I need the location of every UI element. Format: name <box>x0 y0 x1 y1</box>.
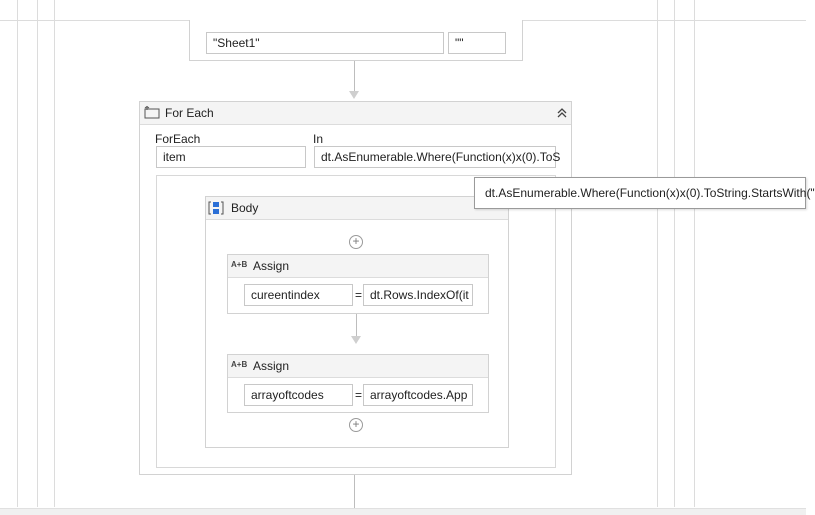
foreach-header[interactable]: For Each <box>140 102 571 125</box>
foreach-activity[interactable]: For Each ForEach In item dt.AsEnumerable… <box>139 101 572 475</box>
assign-activity-2[interactable]: A+B Assign arrayoftcodes = arrayoftcodes… <box>227 354 489 413</box>
body-header[interactable]: Body <box>206 197 508 220</box>
canvas-guide-line <box>54 0 55 507</box>
assign-title: Assign <box>253 259 290 273</box>
canvas-guide-line <box>657 0 658 507</box>
connector-arrow <box>349 91 359 99</box>
connector-line <box>354 61 355 91</box>
assign-icon: A+B <box>231 360 248 369</box>
in-label: In <box>313 132 324 146</box>
double-chevron-up-icon[interactable] <box>556 107 568 119</box>
foreach-variable-label: ForEach <box>155 132 201 146</box>
range-field[interactable]: "" <box>448 32 506 54</box>
canvas-guide-line <box>17 0 18 507</box>
in-field-tooltip: dt.AsEnumerable.Where(Function(x)x(0).To… <box>474 177 815 209</box>
tooltip-text: dt.AsEnumerable.Where(Function(x)x(0).To… <box>485 186 815 200</box>
foreach-loop-icon <box>144 105 160 119</box>
equals-sign: = <box>355 388 363 402</box>
assign-value-field[interactable]: dt.Rows.IndexOf(it <box>363 284 473 306</box>
assign-header[interactable]: A+B Assign <box>228 255 488 278</box>
add-circle-icon[interactable]: + <box>349 418 363 432</box>
foreach-body-area: Body + A+B Assign cureentindex = dt.Rows… <box>156 175 556 468</box>
assign-title: Assign <box>253 359 290 373</box>
connector-arrow <box>351 336 361 344</box>
add-circle-icon[interactable]: + <box>349 235 363 249</box>
body-sequence[interactable]: Body + A+B Assign cureentindex = dt.Rows… <box>205 196 509 448</box>
connector-line <box>354 475 355 508</box>
canvas-bottom-bar <box>0 508 806 515</box>
equals-sign: = <box>355 288 363 302</box>
read-range-activity[interactable]: "Sheet1" "" <box>189 20 523 61</box>
assign-header[interactable]: A+B Assign <box>228 355 488 378</box>
canvas-guide-line <box>694 0 695 507</box>
foreach-item-field[interactable]: item <box>156 146 306 168</box>
assign-to-field[interactable]: arrayoftcodes <box>244 384 353 406</box>
canvas-guide-line <box>37 0 38 507</box>
sheet-name-field[interactable]: "Sheet1" <box>206 32 444 54</box>
foreach-in-field[interactable]: dt.AsEnumerable.Where(Function(x)x(0).To… <box>314 146 560 168</box>
canvas-guide-line <box>674 0 675 507</box>
foreach-title: For Each <box>165 106 214 120</box>
body-title: Body <box>231 201 259 215</box>
assign-value-field[interactable]: arrayoftcodes.App <box>363 384 473 406</box>
assign-icon: A+B <box>231 260 248 269</box>
assign-activity-1[interactable]: A+B Assign cureentindex = dt.Rows.IndexO… <box>227 254 489 314</box>
assign-to-field[interactable]: cureentindex <box>244 284 353 306</box>
sequence-icon <box>208 200 224 216</box>
connector-line <box>356 314 357 336</box>
